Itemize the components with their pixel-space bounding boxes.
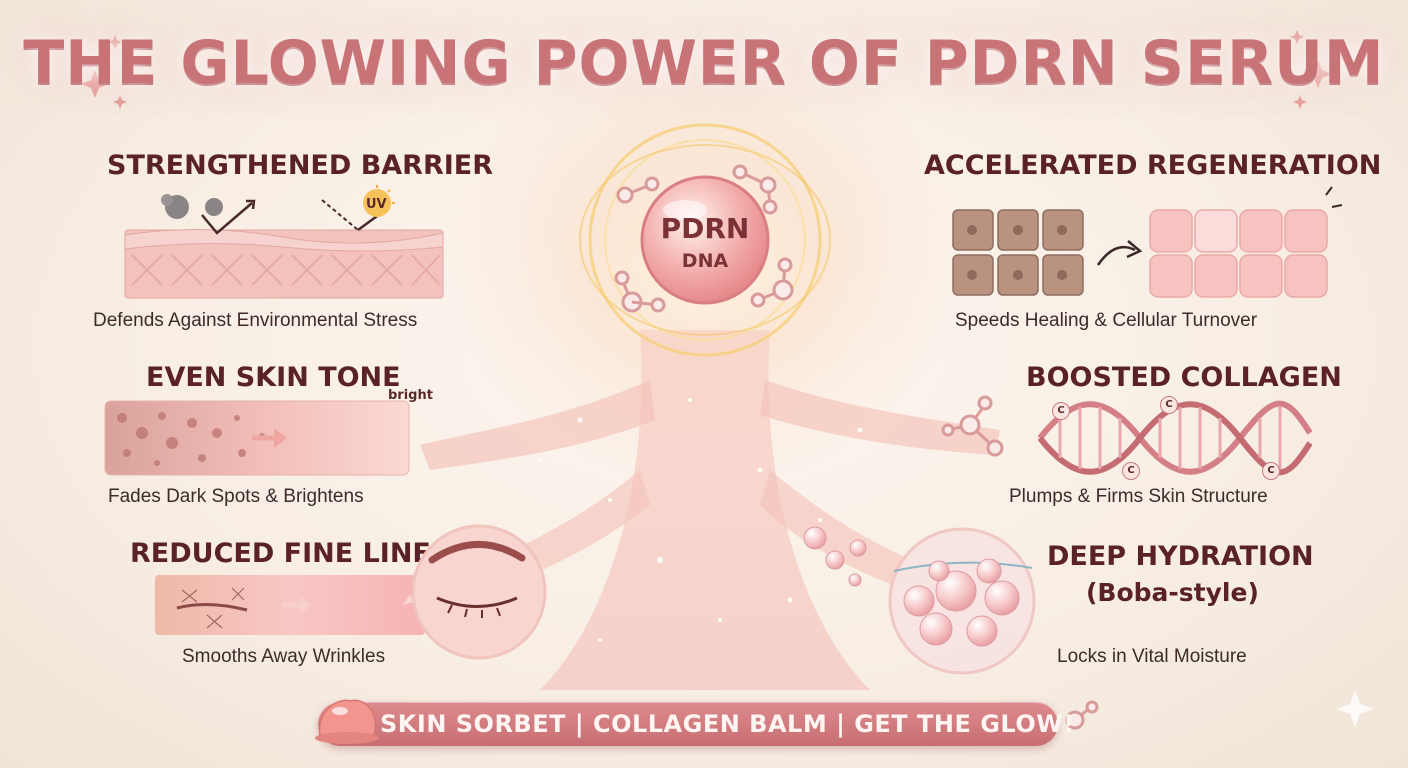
cell-regeneration-illustration [952, 186, 1343, 298]
collagen-c-label-3: C [1122, 462, 1140, 480]
jelly-icon [315, 699, 379, 744]
collagen-c-label-2: C [1160, 396, 1178, 414]
caption-even-skin-tone: Fades Dark Spots & Brightens [108, 486, 364, 507]
banner-text: SKIN SORBET | COLLAGEN BALM | GET THE GL… [380, 710, 1075, 738]
bright-label: bright [388, 388, 433, 403]
subheading-boba-style: (Boba-style) [1086, 578, 1259, 607]
heading-accelerated-regeneration: ACCELERATED REGENERATION [924, 150, 1382, 181]
caption-deep-hydration: Locks in Vital Moisture [1057, 646, 1247, 667]
caption-boosted-collagen: Plumps & Firms Skin Structure [1009, 486, 1268, 507]
orb-label-pdrn: PDRN [660, 212, 750, 245]
skin-tone-illustration [104, 400, 410, 476]
bottom-banner [318, 702, 1058, 746]
skin-barrier-illustration [124, 185, 444, 299]
collagen-c-label-4: C [1262, 462, 1280, 480]
caption-strengthened-barrier: Defends Against Environmental Stress [93, 310, 418, 331]
caption-accelerated-regeneration: Speeds Healing & Cellular Turnover [955, 310, 1258, 331]
heading-boosted-collagen: BOOSTED COLLAGEN [1026, 362, 1342, 393]
pdrn-orb [640, 175, 770, 305]
hydration-bubble-illustration [888, 527, 1036, 675]
orb-label-dna: DNA [681, 250, 729, 272]
caption-reduced-fine-lines: Smooths Away Wrinkles [182, 646, 386, 667]
heading-strengthened-barrier: STRENGTHENED BARRIER [107, 150, 494, 181]
fine-lines-illustration [155, 524, 547, 660]
collagen-c-label-1: C [1052, 402, 1070, 420]
heading-deep-hydration: DEEP HYDRATION [1047, 541, 1314, 572]
page-title: THE GLOWING POWER OF PDRN SERUM [23, 28, 1385, 98]
heading-reduced-fine-lines: REDUCED FINE LINES [130, 538, 451, 569]
water-droplets-icon [803, 526, 867, 587]
uv-label: UV [366, 197, 387, 212]
heading-even-skin-tone: EVEN SKIN TONE [146, 362, 401, 393]
